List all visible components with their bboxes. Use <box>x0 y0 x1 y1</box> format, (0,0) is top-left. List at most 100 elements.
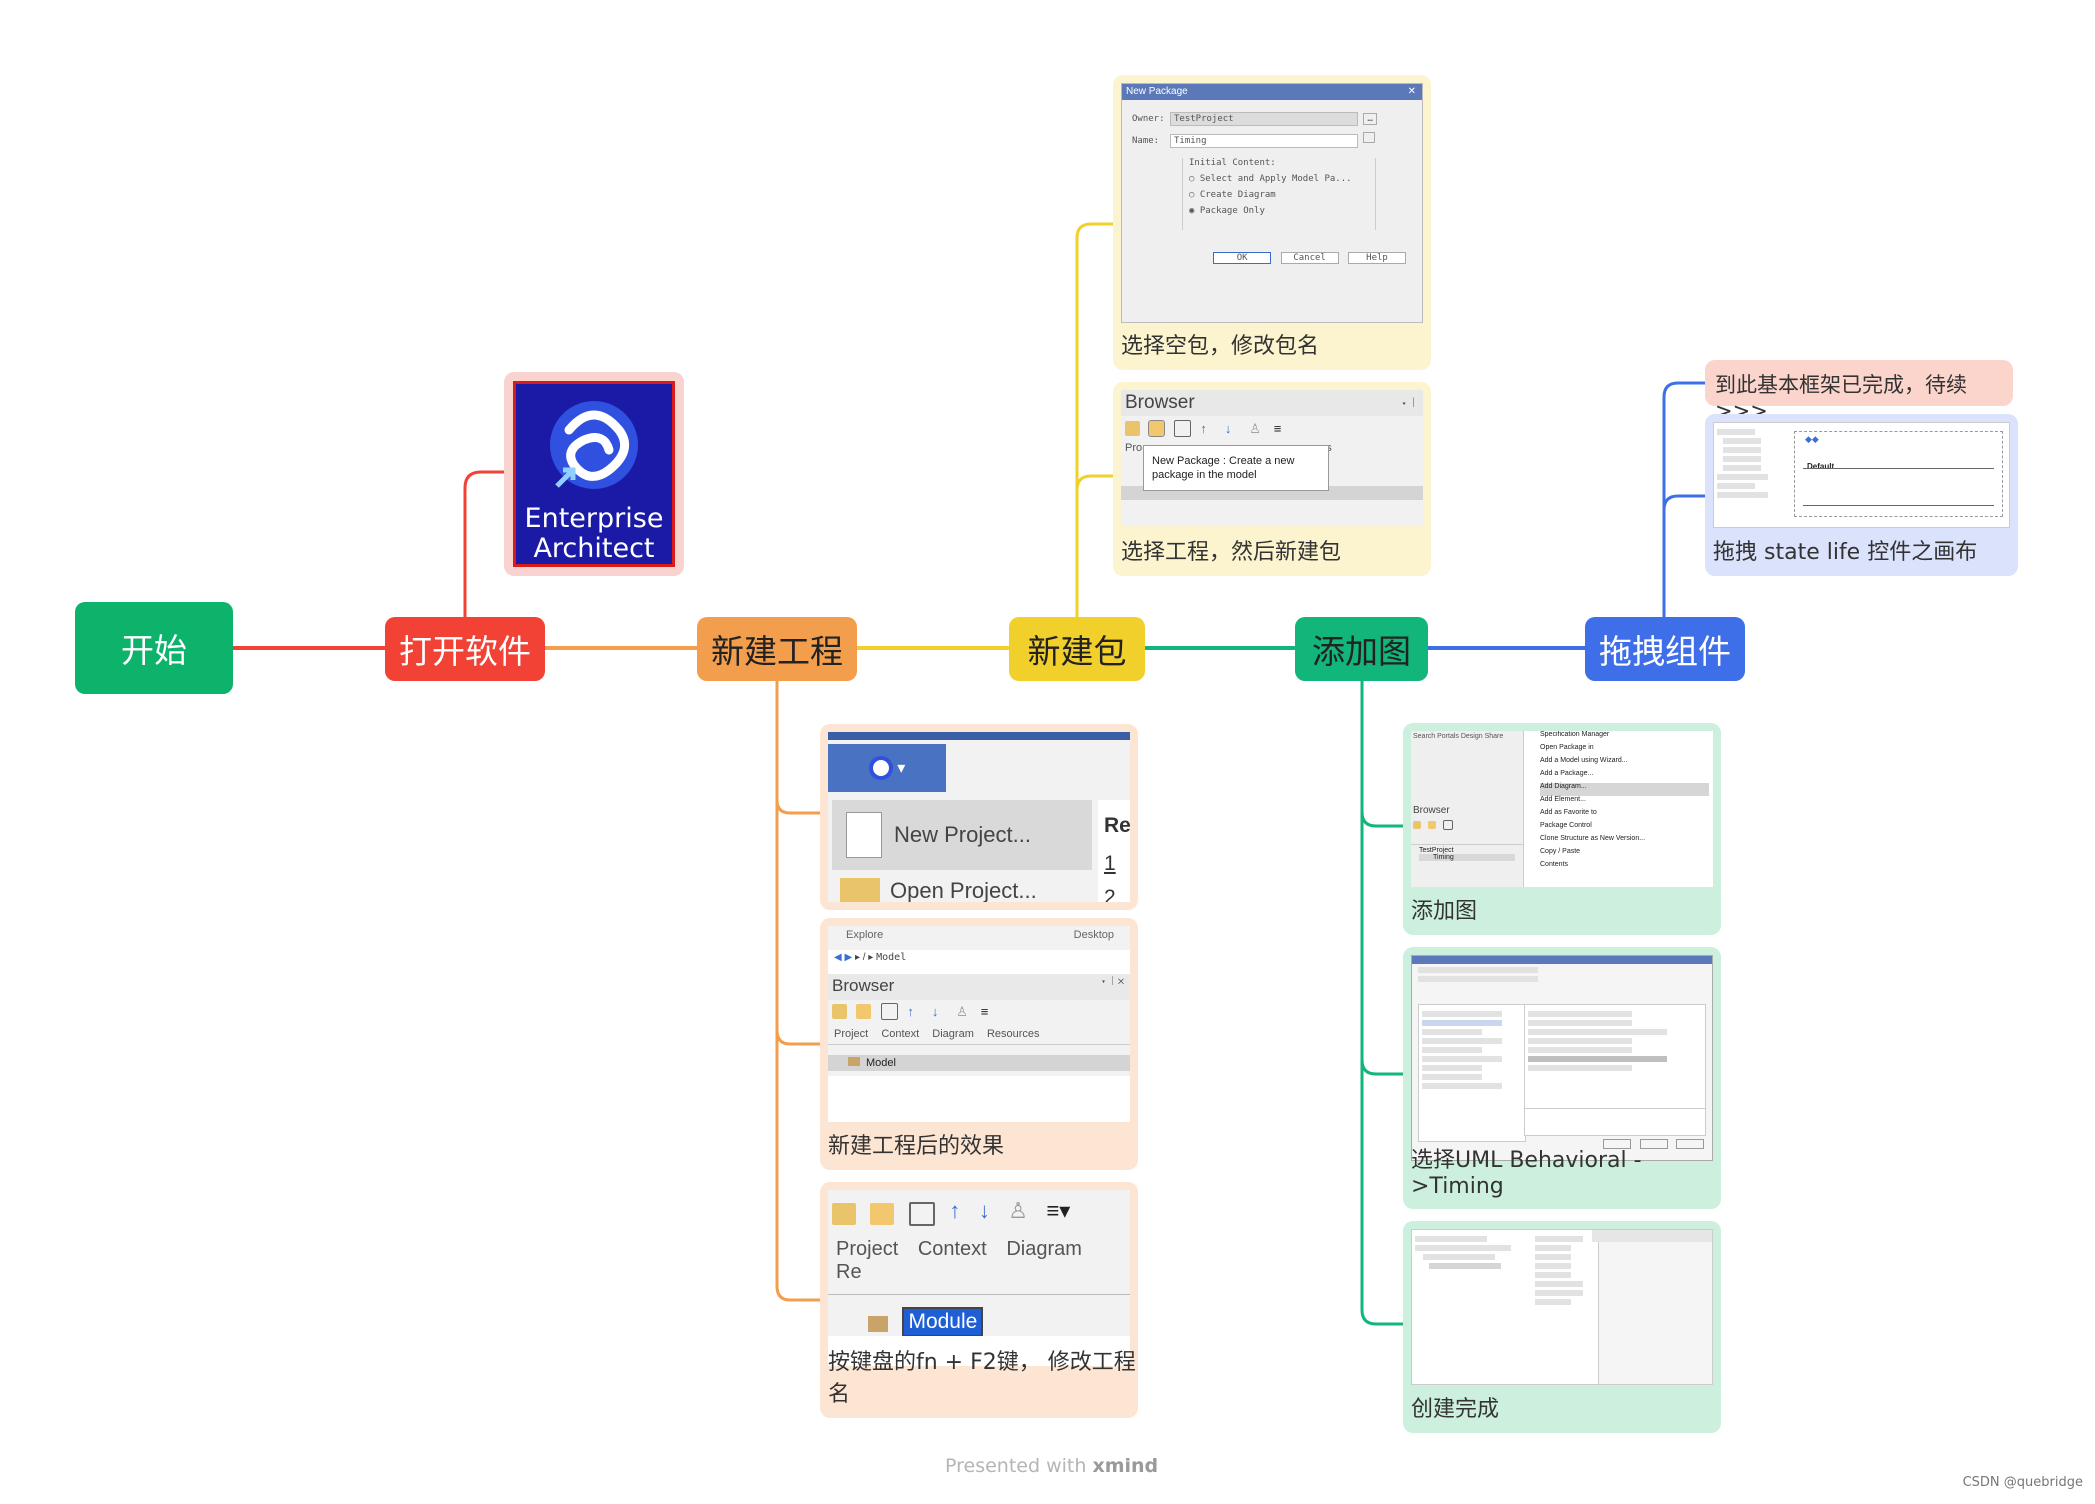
name-label: Name: <box>1132 136 1160 146</box>
user-icon-2[interactable]: ♙ <box>956 1004 968 1020</box>
move-up-icon[interactable]: ↑ <box>1200 421 1207 437</box>
browser-new-package-card[interactable]: Browser ▾ ᛁ ↑ ↓ ♙ ≡ Pro rces New Package… <box>1113 382 1431 576</box>
pin-icon[interactable]: ▾ ᛁ <box>1400 397 1417 409</box>
tab-context-3[interactable]: Context <box>917 1237 987 1260</box>
uml-help-button[interactable] <box>1676 1139 1704 1149</box>
option-package-only[interactable]: ◉ Package Only <box>1189 206 1265 216</box>
menu-package-control[interactable]: Package Control <box>1540 822 1592 829</box>
menu-icon-3[interactable]: ≡▾ <box>1046 1198 1071 1223</box>
menu-item-new-project[interactable]: New Project... <box>832 800 1092 870</box>
node-start[interactable]: 开始 <box>75 602 233 694</box>
option-select-model[interactable]: ○ Select and Apply Model Pa... <box>1189 174 1352 184</box>
menu-add-element[interactable]: Add Element... <box>1540 796 1586 803</box>
uml-cancel-button[interactable] <box>1639 1139 1668 1149</box>
new-package-icon-3[interactable] <box>870 1202 895 1225</box>
tab-resources-3[interactable]: Re <box>836 1260 862 1283</box>
new-folder-icon-3[interactable] <box>832 1202 856 1225</box>
menu-clone-structure[interactable]: Clone Structure as New Version... <box>1540 835 1646 842</box>
ea-logo-card[interactable]: Enterprise Architect <box>504 372 684 576</box>
tab-context[interactable]: Context <box>881 1028 920 1040</box>
owner-browse-button[interactable]: … <box>1363 113 1377 125</box>
tab-project-3[interactable]: Project <box>836 1237 899 1260</box>
menu-add-package[interactable]: Add a Package... <box>1540 770 1594 777</box>
rename-project-card[interactable]: ↑ ↓ ♙ ≡▾ Project Context Diagram Re Modu… <box>820 1182 1138 1418</box>
ea-menu-button[interactable]: ▾ <box>828 744 946 792</box>
new-package-dialog-card[interactable]: New Package ✕ Owner:TestProject … Name:T… <box>1113 75 1431 370</box>
help-button[interactable]: Help <box>1348 252 1406 264</box>
initial-content-group: Initial Content: ○ Select and Apply Mode… <box>1182 158 1376 230</box>
menu-open-package[interactable]: Open Package in <box>1540 744 1594 751</box>
tab-project-partial[interactable]: Pro <box>1125 442 1143 454</box>
user-icon[interactable]: ♙ <box>1249 421 1261 437</box>
menu-add-favorite[interactable]: Add as Favorite to <box>1540 809 1597 816</box>
menu-spec-manager[interactable]: Specification Manager <box>1540 731 1610 738</box>
ea-logo: Enterprise Architect <box>513 381 675 567</box>
done-note[interactable]: 到此基本框架已完成，待续 >>> <box>1705 360 2013 423</box>
owner-field[interactable]: TestProject <box>1170 112 1358 126</box>
node-start-label: 开始 <box>121 631 187 670</box>
move-up-icon-3[interactable]: ↑ <box>949 1198 961 1223</box>
node-new-project[interactable]: 新建工程 <box>697 617 857 681</box>
new-project-menu-card[interactable]: ▾ New Project... Open Project... Re 1 2 <box>820 724 1138 910</box>
option-create-diagram[interactable]: ○ Create Diagram <box>1189 190 1276 200</box>
folder-icon-4[interactable] <box>1413 821 1421 829</box>
drag-state-shot: ◆◆ Default <box>1713 422 2010 528</box>
menu-icon[interactable]: ≡ <box>1273 421 1282 437</box>
user-icon-3[interactable]: ♙ <box>1008 1198 1028 1223</box>
menu-item-open-project[interactable]: Open Project... <box>832 876 1037 902</box>
close-icon[interactable]: ✕ <box>1407 86 1416 97</box>
move-down-icon[interactable]: ↓ <box>1224 421 1232 437</box>
tab-diagram-3[interactable]: Diagram <box>1006 1237 1082 1260</box>
ok-button[interactable]: OK <box>1213 252 1272 264</box>
name-field[interactable]: Timing <box>1170 134 1358 148</box>
back-icon[interactable]: ◀ ▶ <box>834 952 853 963</box>
node-open-software[interactable]: 打开软件 <box>385 617 545 681</box>
add-diagram-card[interactable]: Search Portals Design Share Browser Test… <box>1403 723 1721 935</box>
tab-diagram[interactable]: Diagram <box>932 1028 974 1040</box>
diagram-icon[interactable] <box>1173 420 1191 438</box>
diagram-icon-3[interactable] <box>908 1201 935 1226</box>
cancel-button[interactable]: Cancel <box>1280 252 1339 264</box>
diagram-icon-2[interactable] <box>880 1003 898 1021</box>
menu-copy-paste[interactable]: Copy / Paste <box>1540 848 1581 855</box>
name-picker-icon[interactable] <box>1363 132 1376 143</box>
drag-state-card[interactable]: ◆◆ Default 拖拽 state life 控件之画布 <box>1705 414 2018 576</box>
uml-ok-button[interactable] <box>1603 1139 1632 1149</box>
state-default-label: Default <box>1807 462 1835 471</box>
browser-controls-icon[interactable]: ▾ ᛁ ✕ <box>1100 976 1124 987</box>
menu-add-model-wizard[interactable]: Add a Model using Wizard... <box>1540 757 1628 764</box>
menu-icon-2[interactable]: ≡ <box>980 1004 989 1020</box>
after-new-project-shot: Explore Desktop ◀ ▶ ▸ / ▸ Model Browser … <box>828 926 1130 1122</box>
move-down-icon-2[interactable]: ↓ <box>931 1004 939 1020</box>
new-package-icon[interactable] <box>1148 420 1166 438</box>
move-down-icon-3[interactable]: ↓ <box>978 1198 990 1223</box>
menu-add-diagram[interactable]: Add Diagram... <box>1540 783 1709 796</box>
tab-project[interactable]: Project <box>834 1028 869 1040</box>
recent-row-1[interactable]: 1 <box>1104 852 1116 875</box>
node-drag-components[interactable]: 拖拽组件 <box>1585 617 1745 681</box>
recent-row-2[interactable]: 2 <box>1104 886 1116 902</box>
move-up-icon-2[interactable]: ↑ <box>907 1004 914 1020</box>
diagram-icon-4[interactable] <box>1442 820 1453 830</box>
tree-testproject[interactable]: TestProject <box>1419 847 1454 854</box>
after-new-project-card[interactable]: Explore Desktop ◀ ▶ ▸ / ▸ Model Browser … <box>820 918 1138 1170</box>
node-new-package[interactable]: 新建包 <box>1009 617 1145 681</box>
node-add-diagram[interactable]: 添加图 <box>1295 617 1428 681</box>
timing-canvas[interactable]: ◆◆ Default <box>1794 431 2003 517</box>
select-uml-card[interactable]: 选择UML Behavioral ->Timing <box>1403 947 1721 1209</box>
package-icon-4[interactable] <box>1427 821 1436 829</box>
browser-title-4: Browser <box>1413 805 1450 816</box>
new-package-icon-2[interactable] <box>856 1004 872 1020</box>
tree-timing[interactable]: Timing <box>1419 854 1515 861</box>
created-card[interactable]: 创建完成 <box>1403 1221 1721 1433</box>
new-folder-icon-2[interactable] <box>832 1004 847 1020</box>
tree-item-model[interactable]: Model <box>828 1055 1130 1071</box>
tab-resources[interactable]: Resources <box>986 1028 1040 1040</box>
menu-contents[interactable]: Contents <box>1540 861 1569 868</box>
new-folder-icon[interactable] <box>1125 421 1140 437</box>
project-name-editor[interactable]: Module <box>902 1306 984 1337</box>
browser-title-2: Browser <box>832 976 895 995</box>
presented-with: Presented with <box>945 1455 1087 1477</box>
add-diagram-shot: Search Portals Design Share Browser Test… <box>1411 731 1713 887</box>
